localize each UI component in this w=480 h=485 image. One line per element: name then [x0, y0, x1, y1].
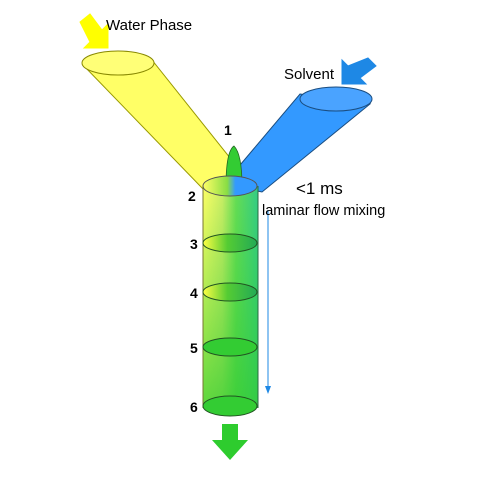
station-label-6: 6: [190, 399, 198, 415]
cross-section-6: [202, 395, 258, 417]
junction: [202, 145, 258, 197]
mixing-time-label: <1 ms: [296, 179, 343, 198]
cross-section-4: [202, 282, 258, 302]
water-tube-mouth: [81, 50, 155, 76]
cross-section-5: [202, 337, 258, 357]
solvent-arrow-icon: [341, 57, 377, 85]
cross-section-3: [202, 233, 258, 253]
solvent-tube-mouth: [299, 86, 373, 112]
junction-disc: [202, 175, 258, 197]
station-label-1: 1: [224, 122, 232, 138]
water-phase-label: Water Phase: [106, 17, 192, 34]
flow-direction-indicator: [265, 210, 271, 394]
solvent-label: Solvent: [284, 66, 335, 83]
water-inlet-tube: [81, 50, 256, 191]
station-label-4: 4: [190, 285, 198, 301]
station-label-5: 5: [190, 340, 198, 356]
mixing-description-label: laminar flow mixing: [262, 203, 385, 219]
outlet-arrow-icon: [212, 424, 248, 460]
station-label-3: 3: [190, 236, 198, 252]
solvent-inlet-tube: [223, 86, 373, 193]
water-arrow-icon: [79, 13, 109, 49]
station-label-2: 2: [188, 188, 196, 204]
